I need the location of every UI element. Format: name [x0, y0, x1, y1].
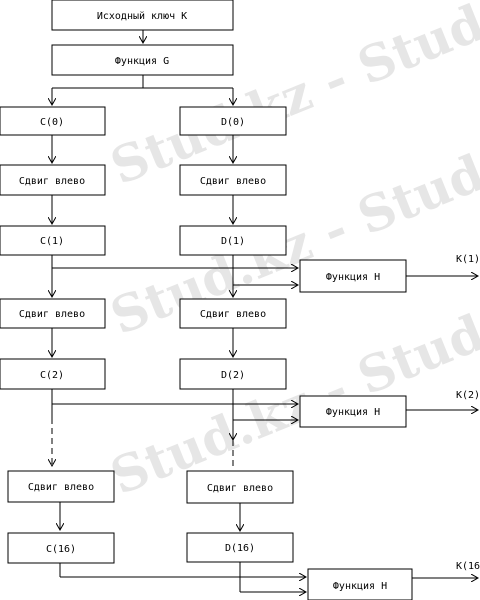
c16-box: C(16)	[7, 532, 115, 564]
shift-c-1-label: Сдвиг влево	[19, 176, 85, 187]
shift-c-16-box: Сдвиг влево	[7, 470, 115, 503]
d1-label: D(1)	[221, 236, 245, 247]
c16-label: C(16)	[46, 544, 76, 555]
shift-c-1-box: Сдвиг влево	[0, 164, 106, 196]
d16-box: D(16)	[186, 532, 294, 563]
function-g-box: Функция G	[51, 44, 234, 76]
d1-box: D(1)	[179, 225, 287, 256]
function-g-label: Функция G	[115, 56, 169, 67]
shift-d-16-box: Сдвиг влево	[186, 470, 294, 504]
output-k1-label: K(1)	[456, 254, 480, 265]
shift-d-1-label: Сдвиг влево	[200, 176, 266, 187]
d2-box: D(2)	[179, 358, 287, 390]
shift-d-16-label: Сдвиг влево	[207, 483, 273, 494]
shift-c-2-box: Сдвиг влево	[0, 298, 106, 329]
c1-box: C(1)	[0, 225, 106, 256]
source-key-box: Исходный ключ К	[51, 0, 234, 31]
watermark: Stud.kz - Stud.kz Stud.kz - Stud.kz Stud…	[102, 0, 480, 506]
function-h-16-label: Функция H	[333, 581, 387, 592]
output-k2-label: K(2)	[456, 390, 480, 401]
shift-d-2-label: Сдвиг влево	[200, 309, 266, 320]
shift-c-2-label: Сдвиг влево	[19, 309, 85, 320]
d0-label: D(0)	[221, 117, 245, 128]
c2-box: C(2)	[0, 358, 106, 390]
d2-label: D(2)	[221, 370, 245, 381]
c2-label: C(2)	[40, 370, 64, 381]
function-h-2-box: Функция H	[299, 395, 407, 428]
function-h-1-label: Функция H	[326, 272, 380, 283]
c0-box: C(0)	[0, 106, 106, 136]
shift-d-2-box: Сдвиг влево	[179, 298, 287, 329]
output-k16-label: K(16	[456, 561, 480, 572]
c1-label: C(1)	[40, 236, 64, 247]
connectors	[52, 30, 478, 592]
shift-c-16-label: Сдвиг влево	[28, 482, 94, 493]
shift-d-1-box: Сдвиг влево	[179, 164, 287, 196]
d0-box: D(0)	[179, 106, 287, 136]
d16-label: D(16)	[225, 543, 255, 554]
c0-label: C(0)	[40, 117, 64, 128]
function-h-16-box: Функция H	[307, 568, 413, 600]
function-h-1-box: Функция H	[299, 259, 407, 293]
function-h-2-label: Функция H	[326, 407, 380, 418]
source-key-label: Исходный ключ К	[97, 10, 187, 22]
